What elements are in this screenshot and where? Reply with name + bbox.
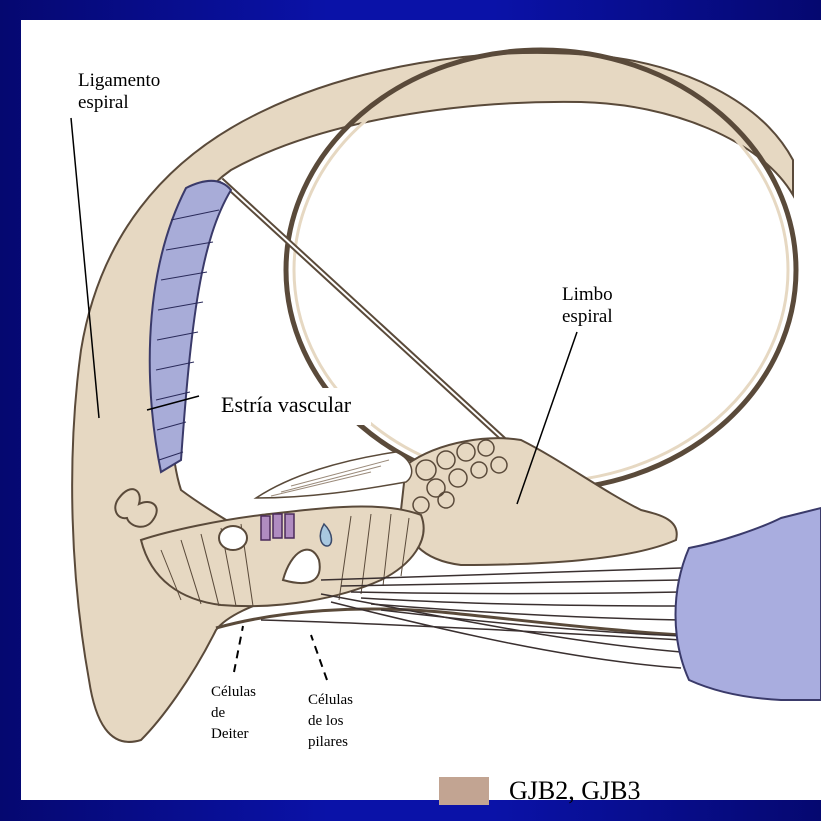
cochlear-duct-diagram [21,20,821,800]
label-deiter-line-1: Células [211,682,256,703]
label-ligamento-line-1: Ligamento [78,70,160,92]
label-limbo-espiral: Limbo espiral [558,282,617,330]
label-celulas-deiter: Células de Deiter [207,680,260,747]
label-estria-text: Estría vascular [221,392,351,417]
label-limbo-line-1: Limbo [562,284,613,306]
label-deiter-line-2: de [211,703,256,724]
label-pilares-line-3: pilares [308,732,353,753]
legend: GJB2, GJB3 [439,776,640,806]
deiter-leader-line [234,626,243,672]
label-celulas-pilares: Células de los pilares [304,688,357,755]
label-ligamento-line-2: espiral [78,92,160,114]
spiral-limbus [401,438,677,565]
inner-sulcus [219,526,247,550]
outer-hair-cells [261,514,294,540]
slide-canvas: Ligamento espiral Limbo espiral Estría v… [21,20,821,800]
label-limbo-line-2: espiral [562,306,613,328]
pilares-leader-line [311,635,327,680]
label-deiter-line-3: Deiter [211,724,256,745]
label-estria-vascular: Estría vascular [219,388,371,425]
legend-swatch [439,777,489,805]
label-pilares-line-1: Células [308,690,353,711]
label-pilares-line-2: de los [308,711,353,732]
legend-label: GJB2, GJB3 [509,776,640,806]
basilar-membrane [216,609,681,635]
spiral-ganglion [676,508,821,700]
label-ligamento-espiral: Ligamento espiral [76,68,170,120]
